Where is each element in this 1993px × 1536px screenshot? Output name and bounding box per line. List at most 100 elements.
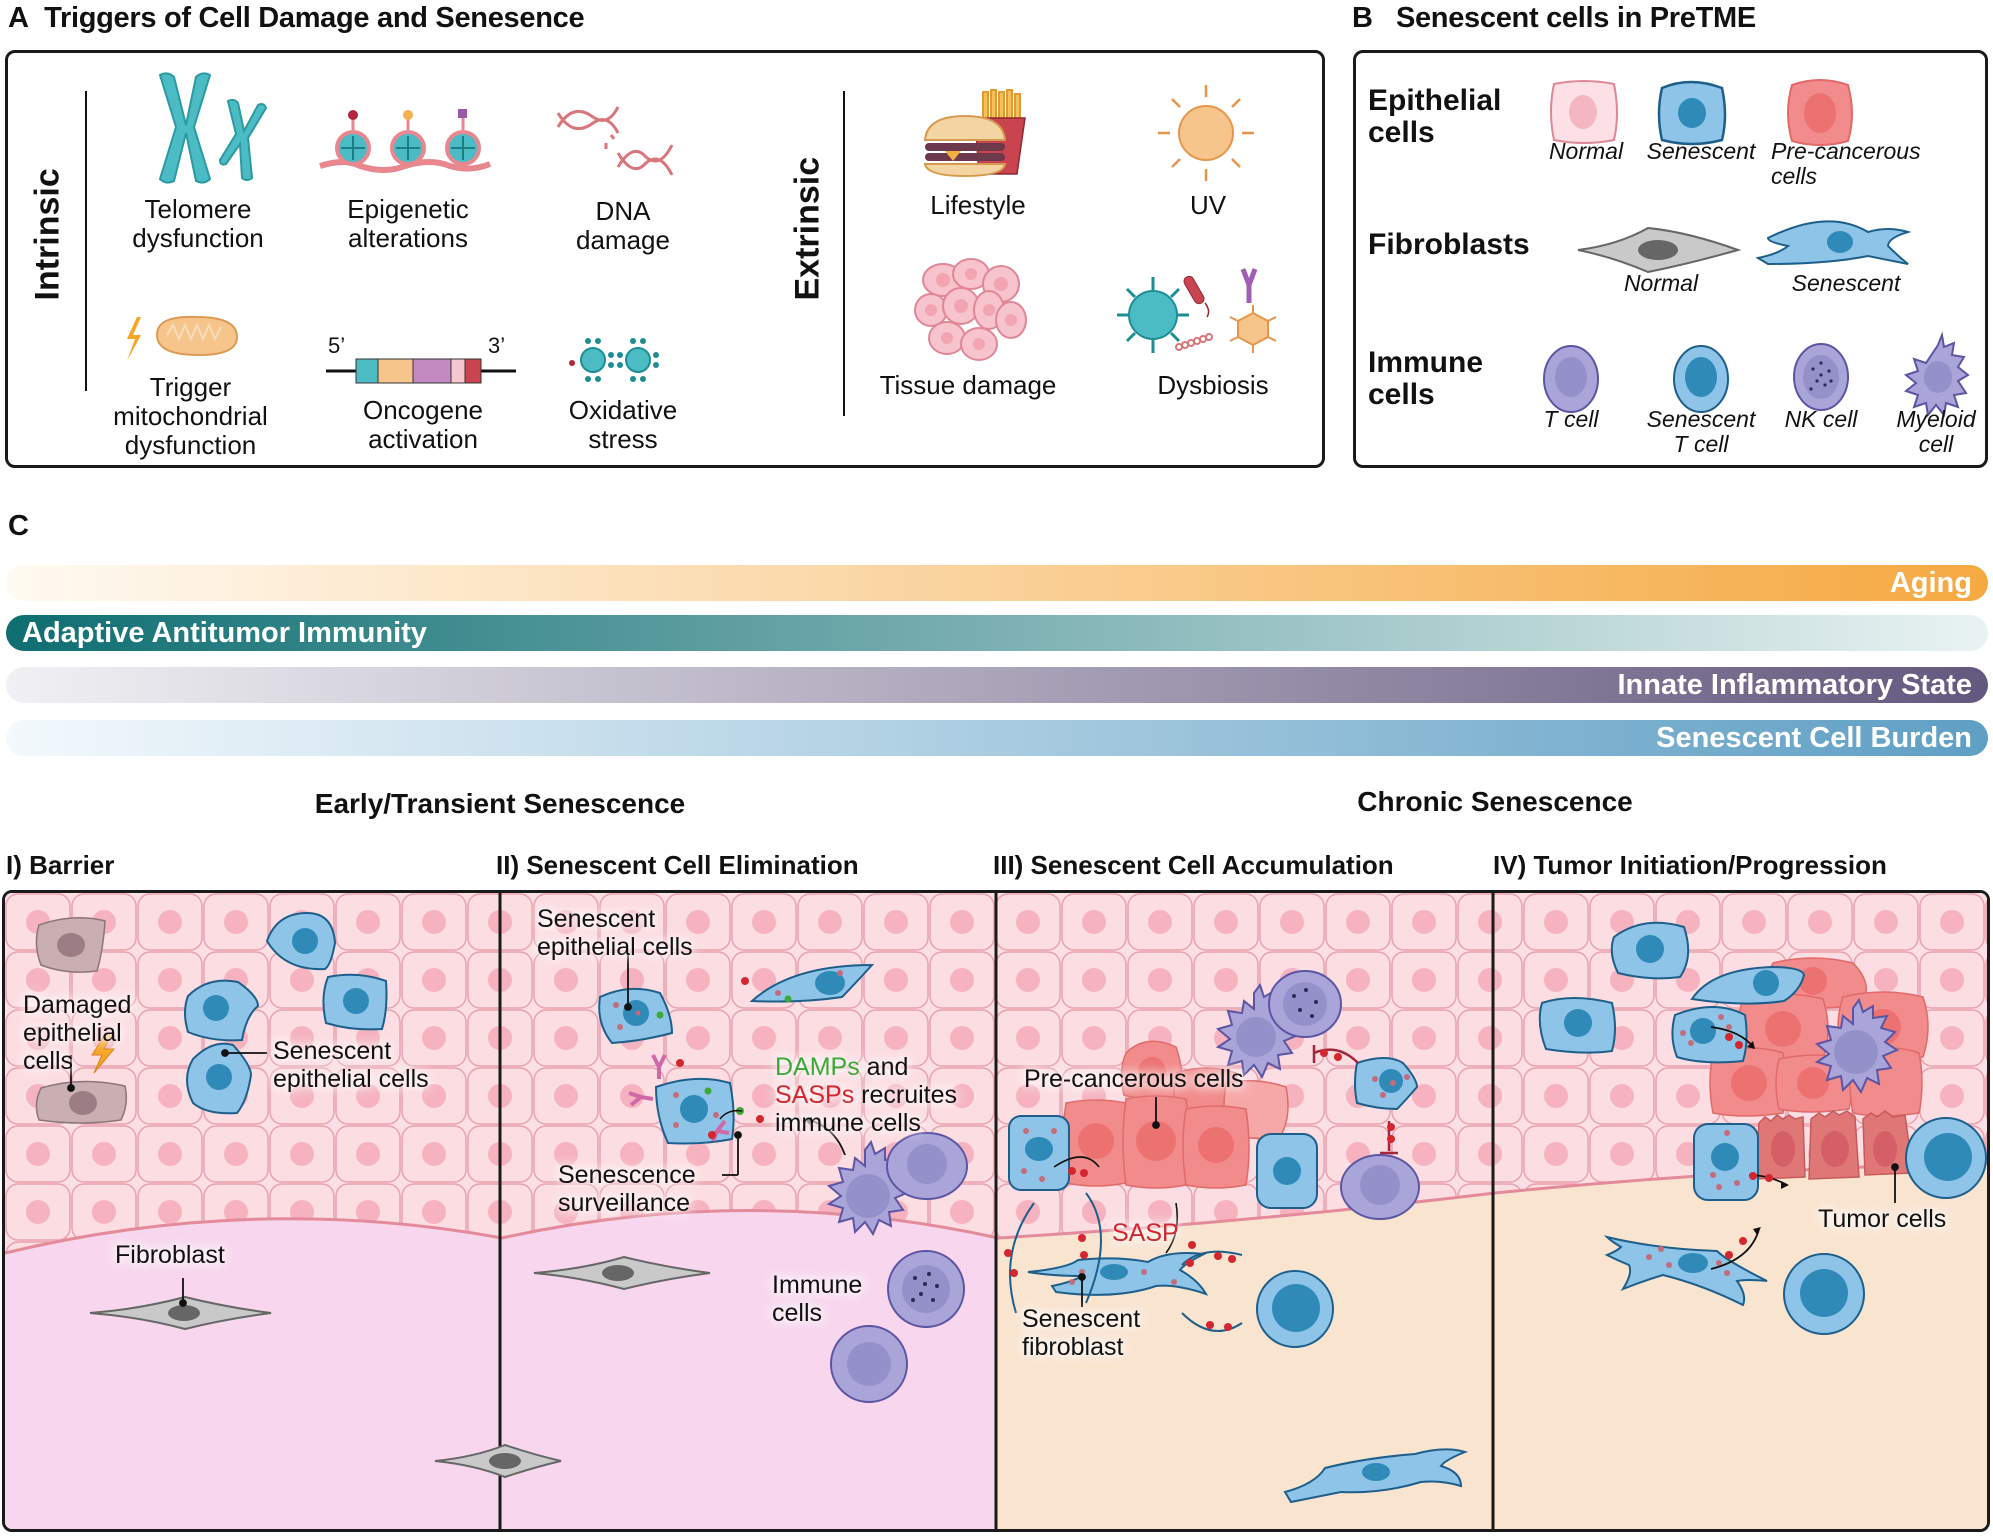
innate-inflammatory-bar: Innate Inflammatory State xyxy=(6,667,1988,703)
senescent-t-cell-icon xyxy=(1256,1270,1334,1348)
panel-a-letter: A xyxy=(8,2,29,34)
damaged-cells-label: Damaged epithelial cells xyxy=(23,991,132,1075)
lifestyle-label: Lifestyle xyxy=(930,190,1026,220)
damps-sasps-label: DAMPs and SASPs recruites immune cells xyxy=(775,1053,958,1137)
epithelial-heading: Epithelial cells xyxy=(1368,84,1502,149)
panel-b-letter: B xyxy=(1352,2,1373,34)
three-prime-label: 3’ xyxy=(488,333,506,358)
normal-fibroblast-label: Normal xyxy=(1623,270,1699,296)
panel-b-title: B Senescent cells in PreTME xyxy=(1352,2,1756,35)
aging-bar-label: Aging xyxy=(1889,566,1972,599)
extrinsic-label: Extrinsic xyxy=(788,156,827,301)
chronic-heading: Chronic Senescence xyxy=(1357,786,1633,817)
panel-i-barrier: Damaged epithelial cells Senescent epith… xyxy=(5,893,562,1529)
senescent-fibroblast-icon xyxy=(1027,1252,1209,1296)
senescent-cell-icon xyxy=(1008,1115,1070,1191)
t-cell-icon xyxy=(1543,345,1599,413)
five-prime-label: 5’ xyxy=(328,333,346,358)
myeloid-cell-icon xyxy=(1903,331,1970,418)
senescent-burden-bar-label: Senescent Cell Burden xyxy=(1656,721,1972,754)
dysbiosis-label: Dysbiosis xyxy=(1157,370,1269,400)
senescent-burden-bar: Senescent Cell Burden xyxy=(6,720,1988,756)
senescent-cell-icon xyxy=(598,987,674,1045)
early-transient-heading: Early/Transient Senescence xyxy=(314,788,686,819)
normal-epithelial-cell-icon xyxy=(1550,80,1618,144)
extrinsic-divider xyxy=(843,91,845,416)
senescent-t-cell-label: Senescent T cell xyxy=(1646,406,1756,457)
senescent-cell-icon xyxy=(1693,1123,1759,1201)
nk-cell-icon xyxy=(1793,343,1849,411)
senescent-epithelial-label: Senescent xyxy=(1646,138,1756,164)
myeloid-cell-label: Myeloid cell xyxy=(1896,406,1976,457)
senescent-cell-icon xyxy=(654,1077,735,1145)
senescent-epithelial-label: Senescent epithelial cells xyxy=(537,905,693,961)
immune-heading: Immune cells xyxy=(1368,346,1484,411)
broken-dna-icon xyxy=(556,106,674,176)
dna-damage-label: DNA damage xyxy=(576,196,670,255)
panel-b-box: Epithelial cells Normal Senescent Pre-ca… xyxy=(1353,50,1988,468)
sun-icon xyxy=(1158,85,1254,181)
mitochondria-icon xyxy=(127,315,239,361)
cell-cluster-icon xyxy=(914,258,1027,361)
precancerous-label: Pre-cancerous cells xyxy=(1771,138,1921,189)
senescent-t-cell-icon xyxy=(1673,345,1729,413)
precancerous-cells-icon xyxy=(1062,1040,1289,1189)
microbes-icon xyxy=(1117,268,1277,353)
panel-a-title-text: Triggers of Cell Damage and Senesence xyxy=(44,2,585,34)
fibroblast-icon xyxy=(533,1255,711,1291)
senescent-t-cell-icon xyxy=(1905,1117,1987,1199)
telomere-label: Telomere dysfunction xyxy=(132,194,264,253)
senescent-fibroblast-label: Senescent xyxy=(1791,270,1901,296)
panel-c-letter: C xyxy=(8,510,29,542)
panel-a-box: Intrinsic Telomere dysfunction Epigeneti… xyxy=(5,50,1325,468)
surveillance-label: Senescence surveillance xyxy=(558,1161,696,1217)
senescent-cell-icon xyxy=(1610,921,1690,980)
senescent-cell-icon xyxy=(1671,1006,1748,1064)
senescent-fibroblast-icon xyxy=(1283,1448,1469,1504)
pointer-lines xyxy=(67,1049,267,1307)
senescent-fibroblast-icon xyxy=(1603,1235,1768,1307)
panel-iii-heading: III) Senescent Cell Accumulation xyxy=(993,850,1394,880)
intrinsic-label: Intrinsic xyxy=(28,168,67,301)
immune-cells-label: Immune cells xyxy=(772,1271,863,1327)
lightning-icon xyxy=(91,1032,116,1074)
senescent-t-cell-icon xyxy=(1783,1253,1865,1335)
chromosome-icon xyxy=(158,72,268,184)
antibody-icons xyxy=(628,1054,730,1142)
senescent-cell-icon xyxy=(186,1042,253,1115)
epigenetic-label: Epigenetic alterations xyxy=(347,194,469,253)
tissue-damage-label: Tissue damage xyxy=(879,370,1057,400)
oxidative-label: Oxidative stress xyxy=(568,395,678,454)
myeloid-cell-icon xyxy=(1814,997,1900,1095)
sasp-arrows xyxy=(1004,1045,1398,1332)
damaged-cell-icon xyxy=(35,1080,128,1124)
panel-iv-heading: IV) Tumor Initiation/Progression xyxy=(1493,850,1887,880)
innate-inflammatory-bar-label: Innate Inflammatory State xyxy=(1617,668,1972,701)
senescent-cell-icon xyxy=(1256,1133,1318,1209)
tumor-arrows xyxy=(1710,1026,1899,1270)
epithelial-tissue xyxy=(5,893,1987,1529)
oncogene-label: Oncogene activation xyxy=(363,395,483,454)
normal-fibroblast-icon xyxy=(1577,226,1742,274)
senescent-cell-icon xyxy=(1538,997,1616,1054)
mitochondrial-label: Trigger mitochondrial dysfunction xyxy=(113,372,268,460)
panel-iv-tumor: Tumor cells xyxy=(1493,893,1987,1529)
precancerous-cells-label: Pre-cancerous cells xyxy=(1024,1065,1244,1093)
senescent-fibroblast-icon xyxy=(1755,220,1912,266)
t-cell-label: T cell xyxy=(1543,406,1599,432)
senescent-fibroblast-label: Senescent fibroblast xyxy=(1022,1305,1141,1361)
senescent-cell-icon xyxy=(265,911,337,971)
senescent-epithelial-label: Senescent epithelial cells xyxy=(273,1037,429,1093)
uv-label: UV xyxy=(1189,190,1227,220)
damps-text: DAMPs xyxy=(775,1053,860,1081)
senescent-cell-icon xyxy=(749,963,875,1003)
sasp-label: SASP xyxy=(1112,1219,1179,1247)
nk-cell-label: NK cell xyxy=(1784,406,1858,432)
intrinsic-divider xyxy=(85,91,87,391)
fibroblast-icon xyxy=(89,1295,272,1331)
fibroblast-icon xyxy=(434,1443,562,1479)
senescent-cell-icon xyxy=(1354,1057,1419,1111)
gene-segment-icon xyxy=(326,358,516,384)
sasps-text: SASPs xyxy=(775,1081,855,1109)
t-cell-icon xyxy=(886,1132,968,1200)
